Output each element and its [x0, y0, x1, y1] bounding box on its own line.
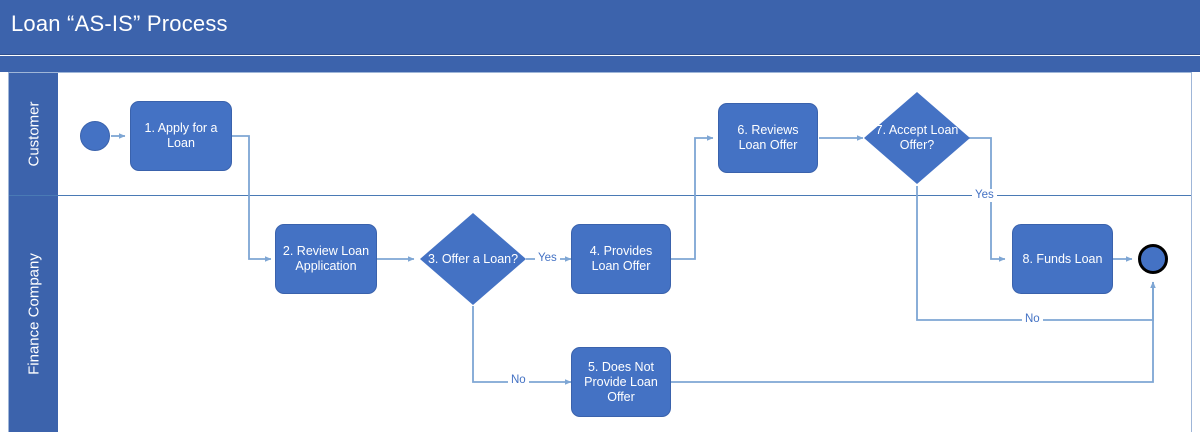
- page-title: Loan “AS-IS” Process: [11, 11, 228, 36]
- gateway-7-accept-loan-offer[interactable]: 7. Accept Loan Offer?: [864, 92, 970, 184]
- gateway-7-label: 7. Accept Loan Offer?: [875, 123, 959, 152]
- lane-label-customer: Customer: [25, 101, 42, 167]
- lane-header-finance: Finance Company: [9, 196, 58, 432]
- edge-label-gw3-yes: Yes: [535, 252, 560, 265]
- task-8-label: 8. Funds Loan: [1022, 251, 1103, 266]
- lane-header-customer: Customer: [9, 73, 58, 195]
- edge-label-gw7-no: No: [1022, 313, 1043, 326]
- lane-label-finance: Finance Company: [25, 253, 42, 375]
- gateway-3-label: 3. Offer a Loan?: [427, 251, 519, 266]
- edge-label-gw3-no: No: [508, 374, 529, 387]
- gateway-3-offer-a-loan[interactable]: 3. Offer a Loan?: [420, 213, 526, 305]
- task-1-label: 1. Apply for a Loan: [144, 121, 218, 150]
- task-6-reviews-loan-offer[interactable]: 6. Reviews Loan Offer: [718, 103, 818, 173]
- title-bar: Loan “AS-IS” Process: [0, 0, 1200, 55]
- task-4-label: 4. Provides Loan Offer: [589, 244, 653, 273]
- task-2-label: 2. Review Loan Application: [282, 244, 370, 273]
- task-8-funds-loan[interactable]: 8. Funds Loan: [1012, 224, 1113, 294]
- task-2-review-loan-application[interactable]: 2. Review Loan Application: [275, 224, 377, 294]
- task-5-does-not-provide-loan-offer[interactable]: 5. Does Not Provide Loan Offer: [571, 347, 671, 417]
- task-5-label: 5. Does Not Provide Loan Offer: [584, 359, 658, 404]
- edge-label-gw7-yes: Yes: [972, 189, 997, 202]
- task-1-apply-for-a-loan[interactable]: 1. Apply for a Loan: [130, 101, 232, 171]
- task-4-provides-loan-offer[interactable]: 4. Provides Loan Offer: [571, 224, 671, 294]
- start-event[interactable]: [80, 121, 110, 151]
- end-event[interactable]: [1138, 244, 1168, 274]
- task-6-label: 6. Reviews Loan Offer: [737, 123, 799, 152]
- pool-header-strip: [0, 56, 1200, 72]
